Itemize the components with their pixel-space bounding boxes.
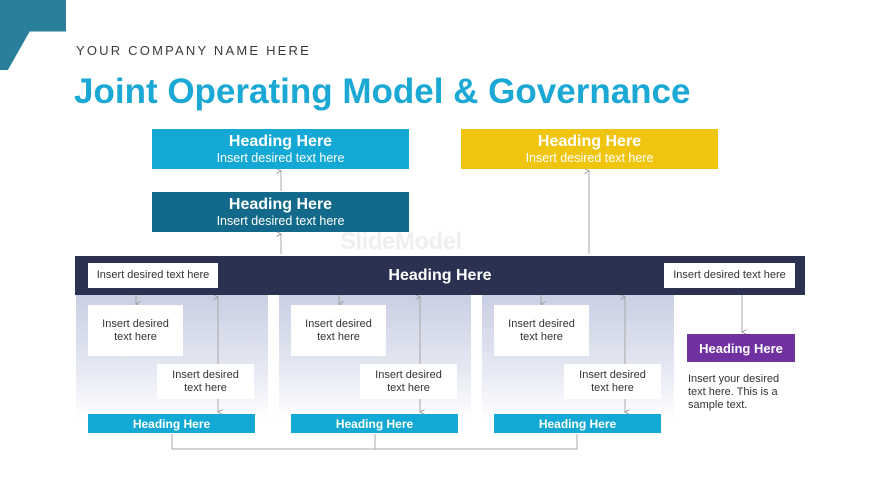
top-box-3-heading: Heading Here bbox=[537, 133, 642, 150]
page-title: Joint Operating Model & Governance bbox=[74, 72, 691, 111]
column-1-upper-text: Insert desired text here bbox=[88, 305, 183, 356]
main-bar-heading: Heading Here bbox=[388, 267, 492, 284]
watermark: SlideModel bbox=[340, 228, 462, 255]
column-3-footer: Heading Here bbox=[494, 414, 661, 433]
main-bar-right-text: Insert desired text here bbox=[664, 263, 795, 288]
company-name: YOUR COMPANY NAME HERE bbox=[76, 43, 312, 58]
column-2-upper-text: Insert desired text here bbox=[291, 305, 386, 356]
top-box-1-heading: Heading Here bbox=[228, 133, 333, 150]
side-note: Insert your desired text here. This is a… bbox=[688, 373, 780, 411]
column-2-lower-text: Insert desired text here bbox=[360, 364, 457, 399]
main-bar-left-text: Insert desired text here bbox=[88, 263, 218, 288]
top-box-3: Heading Here Insert desired text here bbox=[461, 129, 718, 169]
column-1-lower-text: Insert desired text here bbox=[157, 364, 254, 399]
column-3-upper-text: Insert desired text here bbox=[494, 305, 589, 356]
top-box-2-text: Insert desired text here bbox=[216, 214, 345, 228]
top-box-2-heading: Heading Here bbox=[228, 196, 333, 213]
column-3-lower-text: Insert desired text here bbox=[564, 364, 661, 399]
top-box-1: Heading Here Insert desired text here bbox=[152, 129, 409, 169]
column-2-footer: Heading Here bbox=[291, 414, 458, 433]
top-box-2: Heading Here Insert desired text here bbox=[152, 192, 409, 232]
top-box-1-text: Insert desired text here bbox=[216, 151, 345, 165]
column-1-footer: Heading Here bbox=[88, 414, 255, 433]
side-heading: Heading Here bbox=[687, 334, 795, 362]
top-box-3-text: Insert desired text here bbox=[525, 151, 654, 165]
